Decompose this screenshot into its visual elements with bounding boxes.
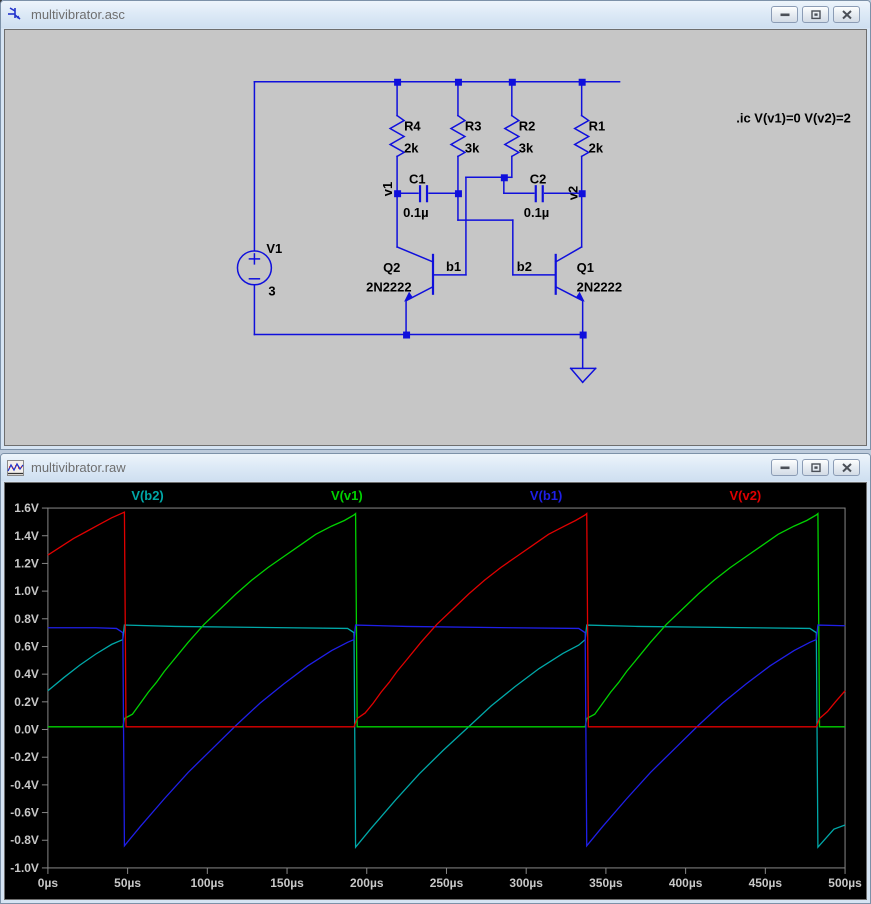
wire-C2-to-b1[interactable] [432,176,505,276]
wire-junctions [394,78,587,339]
resistor-R3-value[interactable]: 3k [465,140,480,155]
ground-symbol[interactable] [569,333,597,384]
node-label-v2[interactable]: v2 [566,186,581,200]
minimize-icon [780,13,789,17]
waveform-window: multivibrator.raw 1.6V 1.4V 1.2V 1.0V 0.8V 0.… [0,453,871,904]
y-tick-label: -0.2V [10,750,39,764]
node-label-b1[interactable]: b1 [446,259,461,274]
y-tick-label: 0.2V [14,695,39,709]
legend-V(v2)[interactable]: V(v2) [730,488,762,503]
resistor-R1-value[interactable]: 2k [589,140,604,155]
x-tick-label: 400µs [669,876,703,890]
minimize-button[interactable] [771,459,798,476]
plot-border [47,507,846,869]
y-tick-label: 1.6V [14,501,39,515]
x-tick-label: 200µs [350,876,384,890]
y-tick-label: 0.8V [14,612,39,626]
x-tick-label: 50µs [114,876,141,890]
node-label-v1[interactable]: v1 [380,182,395,196]
waveform-pane[interactable]: 1.6V 1.4V 1.2V 1.0V 0.8V 0.6V 0.4V 0.2V 0.0V -0.2… [4,482,867,900]
spice-directive[interactable]: .ic V(v1)=0 V(v2)=2 [736,111,851,126]
y-tick-label: 0.4V [14,667,39,681]
restore-icon [810,462,821,472]
x-tick-label: 150µs [270,876,304,890]
capacitor-C2-value[interactable]: 0.1µ [524,205,549,220]
resistor-R1-name[interactable]: R1 [589,119,606,134]
waveform-plot: 1.6V 1.4V 1.2V 1.0V 0.8V 0.6V 0.4V 0.2V 0.0V -0.2… [10,488,862,890]
trace-V(b1)[interactable] [47,624,846,848]
y-tick-label: -1.0V [10,861,39,875]
legend-V(b2)[interactable]: V(b2) [131,488,163,503]
capacitor-C1-symbol[interactable] [396,185,459,203]
transistor-Q1-symbol[interactable] [554,192,585,336]
capacitor-C2-name[interactable]: C2 [530,171,547,186]
resistor-R3-symbol[interactable] [449,81,467,221]
restore-icon [810,9,821,19]
capacitor-C2-symbol[interactable] [503,176,583,203]
resistor-R4-symbol[interactable] [388,81,406,194]
schematic-doc-icon[interactable] [7,6,24,23]
window-title: multivibrator.raw [31,460,126,475]
y-tick-label: 0.6V [14,639,39,653]
x-tick-label: 0µs [38,876,59,890]
trace-V(v2)[interactable] [47,511,846,728]
transistor-Q1-model[interactable]: 2N2222 [577,280,622,295]
schematic-canvas[interactable]: R4 2k R3 3k R2 3k R1 2k C1 0.1µ C2 0.1µ … [4,29,867,446]
source-V1-value[interactable]: 3 [268,284,275,299]
resistor-R2-name[interactable]: R2 [519,119,536,134]
y-tick-label: -0.6V [10,806,39,820]
transistor-Q2-model[interactable]: 2N2222 [366,280,411,295]
resistor-R3-name[interactable]: R3 [465,119,482,134]
x-tick-label: 350µs [589,876,623,890]
minimize-button[interactable] [771,6,798,23]
restore-button[interactable] [802,6,829,23]
schematic-window: multivibrator.asc [0,0,871,450]
x-tick-label: 450µs [749,876,783,890]
capacitor-C1-value[interactable]: 0.1µ [403,205,428,220]
y-tick-label: -0.4V [10,778,39,792]
close-button[interactable] [833,6,860,23]
node-label-b2[interactable]: b2 [517,259,532,274]
resistor-R2-value[interactable]: 3k [519,140,534,155]
y-tick-label: 0.0V [14,722,39,736]
x-tick-label: 500µs [828,876,862,890]
x-tick-label: 100µs [191,876,225,890]
trace-V(v1)[interactable] [47,512,846,728]
restore-button[interactable] [802,459,829,476]
x-tick-label: 250µs [430,876,464,890]
x-tick-label: 300µs [509,876,543,890]
resistor-R1-symbol[interactable] [573,81,591,194]
waveform-titlebar[interactable]: multivibrator.raw [1,454,870,481]
minimize-icon [780,466,789,470]
close-icon [841,9,852,19]
legend-V(b1)[interactable]: V(b1) [530,488,562,503]
capacitor-C1-name[interactable]: C1 [409,171,426,186]
y-tick-label: -0.8V [10,833,39,847]
resistor-R4-value[interactable]: 2k [404,140,419,155]
y-tick-label: 1.0V [14,584,39,598]
y-tick-label: 1.4V [14,529,39,543]
schematic-titlebar[interactable]: multivibrator.asc [1,1,870,28]
legend-V(v1)[interactable]: V(v1) [331,488,363,503]
source-V1-name[interactable]: V1 [266,241,282,256]
voltage-source-symbol[interactable] [236,250,273,286]
resistor-R4-name[interactable]: R4 [404,119,421,134]
transistor-Q2-symbol[interactable] [396,192,435,336]
trace-V(b2)[interactable] [47,624,846,849]
resistor-R2-symbol[interactable] [503,81,521,179]
window-title: multivibrator.asc [31,7,125,22]
wire-R3-to-b2[interactable] [457,219,557,276]
close-icon [841,462,852,472]
waveform-doc-icon[interactable] [7,459,24,476]
schematic-drawing: R4 2k R3 3k R2 3k R1 2k C1 0.1µ C2 0.1µ … [236,78,851,384]
close-button[interactable] [833,459,860,476]
y-tick-label: 1.2V [14,556,39,570]
transistor-Q1-name[interactable]: Q1 [577,260,594,275]
transistor-Q2-name[interactable]: Q2 [383,260,400,275]
